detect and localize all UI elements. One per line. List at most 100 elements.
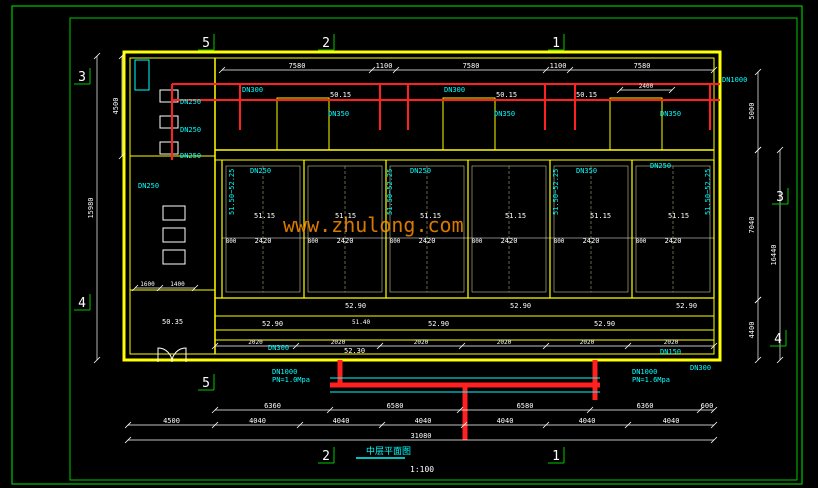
dim-top-tick-0 xyxy=(218,66,226,74)
pipe-dn250-e: DN250 xyxy=(410,167,431,175)
level-range-labels: 51.50~52.25 51.50~52.25 51.50~52.25 51.5… xyxy=(228,169,712,215)
dim-bottom-2-tick-4 xyxy=(460,421,468,429)
dim-top-label-0: 7580 xyxy=(289,62,306,70)
dim-low-label-1: 2020 xyxy=(331,339,346,346)
dim-left-upper-tick-1 xyxy=(118,152,126,160)
level-51-40: 51.40 xyxy=(352,319,370,326)
blower-box-1 xyxy=(162,205,186,221)
dim-sub-2400-tick-1 xyxy=(668,86,676,94)
dim-bottom-2-label-4: 4040 xyxy=(497,417,514,425)
pipe-dn300-b: DN300 xyxy=(444,86,465,94)
dim-bottom-total-label-0: 31080 xyxy=(410,432,431,440)
dim-right-b-tick-1 xyxy=(776,356,784,364)
dim-2420-2: 2420 xyxy=(419,237,436,245)
level-52-90-c: 52.90 xyxy=(676,302,697,310)
dim-left-small-tick-0 xyxy=(131,284,139,292)
dim-right-c-tick-0 xyxy=(754,146,762,154)
axis-top-mid-label: 2 xyxy=(322,36,330,51)
dim-left-total-label-0: 15980 xyxy=(87,197,95,218)
level-labels: 50.15 50.15 50.15 51.15 51.15 51.15 51.1… xyxy=(162,91,697,355)
pipe-dn300-d: DN300 xyxy=(690,364,711,372)
pipe-dn1000-c: DN1000 xyxy=(632,368,657,376)
chamber-1 xyxy=(276,97,330,151)
dim-bottom-2-tick-0 xyxy=(124,421,132,429)
dim-800-2: 800 xyxy=(390,238,401,245)
dim-top-tick-5 xyxy=(710,66,718,74)
dim-sub-2400-tick-0 xyxy=(616,86,624,94)
dim-low-tick-4 xyxy=(542,342,550,350)
level-52-30: 52.30 xyxy=(344,347,365,355)
dim-800-4: 800 xyxy=(554,238,565,245)
dim-left-upper-tick-0 xyxy=(118,52,126,60)
pump-box-3 xyxy=(159,141,179,155)
dim-right-a-tick-0 xyxy=(754,68,762,76)
pipe-labels: DN300 DN300 DN250 DN250 DN250 DN350 DN35… xyxy=(138,76,747,384)
dim-bottom-total-tick-0 xyxy=(124,436,132,444)
entry-door xyxy=(157,347,187,363)
title-block: 中层平面图 1:100 xyxy=(356,445,434,474)
inner-frame xyxy=(69,17,798,481)
pipe-pn-b: PN=1.6Mpa xyxy=(632,376,670,384)
range-3: 51.50~52.25 xyxy=(552,169,560,215)
dim-bottom-2-label-0: 4500 xyxy=(163,417,180,425)
plan-title: 中层平面图 xyxy=(366,445,411,457)
dim-left-small-label-0: 1600 xyxy=(140,281,155,288)
pump-box-1 xyxy=(159,89,179,103)
level-51-15-b: 51.15 xyxy=(335,212,356,220)
stair xyxy=(134,59,150,91)
dim-800-3: 800 xyxy=(472,238,483,245)
level-50-15-c: 50.15 xyxy=(576,91,597,99)
level-52-90-b: 52.90 xyxy=(510,302,531,310)
dim-bottom-2-tick-3 xyxy=(378,421,386,429)
range-1: 51.50~52.25 xyxy=(228,169,236,215)
pipe-dn250-d: DN250 xyxy=(250,167,271,175)
pump-box-2 xyxy=(159,115,179,129)
dim-2420-1: 2420 xyxy=(337,237,354,245)
pipe-dn300-a: DN300 xyxy=(242,86,263,94)
dim-top-label-3: 1100 xyxy=(550,62,567,70)
pipe-dn250-g: DN250 xyxy=(138,182,159,190)
dim-bottom-2-tick-6 xyxy=(624,421,632,429)
dim-low-tick-0 xyxy=(211,342,219,350)
dim-low-tick-6 xyxy=(710,342,718,350)
dim-2420-0: 2420 xyxy=(255,237,272,245)
level-51-15-f: 51.15 xyxy=(668,212,689,220)
axis-left-bottom-label: 4 xyxy=(78,296,86,311)
dim-left-total-tick-0 xyxy=(93,52,101,60)
axis-right-top-label: 3 xyxy=(776,190,784,205)
dim-left-upper-label-0: 4500 xyxy=(112,98,120,115)
dim-top-tick-3 xyxy=(542,66,550,74)
level-52-90-a: 52.90 xyxy=(345,302,366,310)
axis-right-bottom-label: 4 xyxy=(774,332,782,347)
dim-low-label-3: 2020 xyxy=(497,339,512,346)
dim-bottom-1-label-1: 6580 xyxy=(387,402,404,410)
dim-800-0: 800 xyxy=(226,238,237,245)
pipe-dn350-d: DN350 xyxy=(576,167,597,175)
pipe-dn250-f: DN250 xyxy=(650,162,671,170)
axis-bottom-mid-label: 2 xyxy=(322,449,330,464)
blower-box-2 xyxy=(162,227,186,243)
dim-low-label-0: 2020 xyxy=(248,339,263,346)
dim-right-d-label-0: 4400 xyxy=(748,322,756,339)
dim-right-c-label-0: 7040 xyxy=(748,217,756,234)
dim-bottom-1-label-3: 6360 xyxy=(637,402,654,410)
blower-box-3 xyxy=(162,249,186,265)
outer-frame xyxy=(11,5,803,485)
chamber-2 xyxy=(442,97,496,151)
dim-bottom-2-label-1: 4040 xyxy=(249,417,266,425)
dim-left-small-tick-1 xyxy=(156,284,164,292)
dim-bottom-total-tick-1 xyxy=(710,436,718,444)
dim-2420-5: 2420 xyxy=(665,237,682,245)
dim-800-5: 800 xyxy=(636,238,647,245)
range-4: 51.50~52.25 xyxy=(704,169,712,215)
dim-bottom-1-tick-3 xyxy=(586,406,594,414)
chamber-3 xyxy=(609,97,663,151)
dim-top-label-1: 1100 xyxy=(376,62,393,70)
dim-bottom-1-tick-5 xyxy=(710,406,718,414)
dim-top-label-4: 7580 xyxy=(634,62,651,70)
dim-low-tick-1 xyxy=(292,342,300,350)
